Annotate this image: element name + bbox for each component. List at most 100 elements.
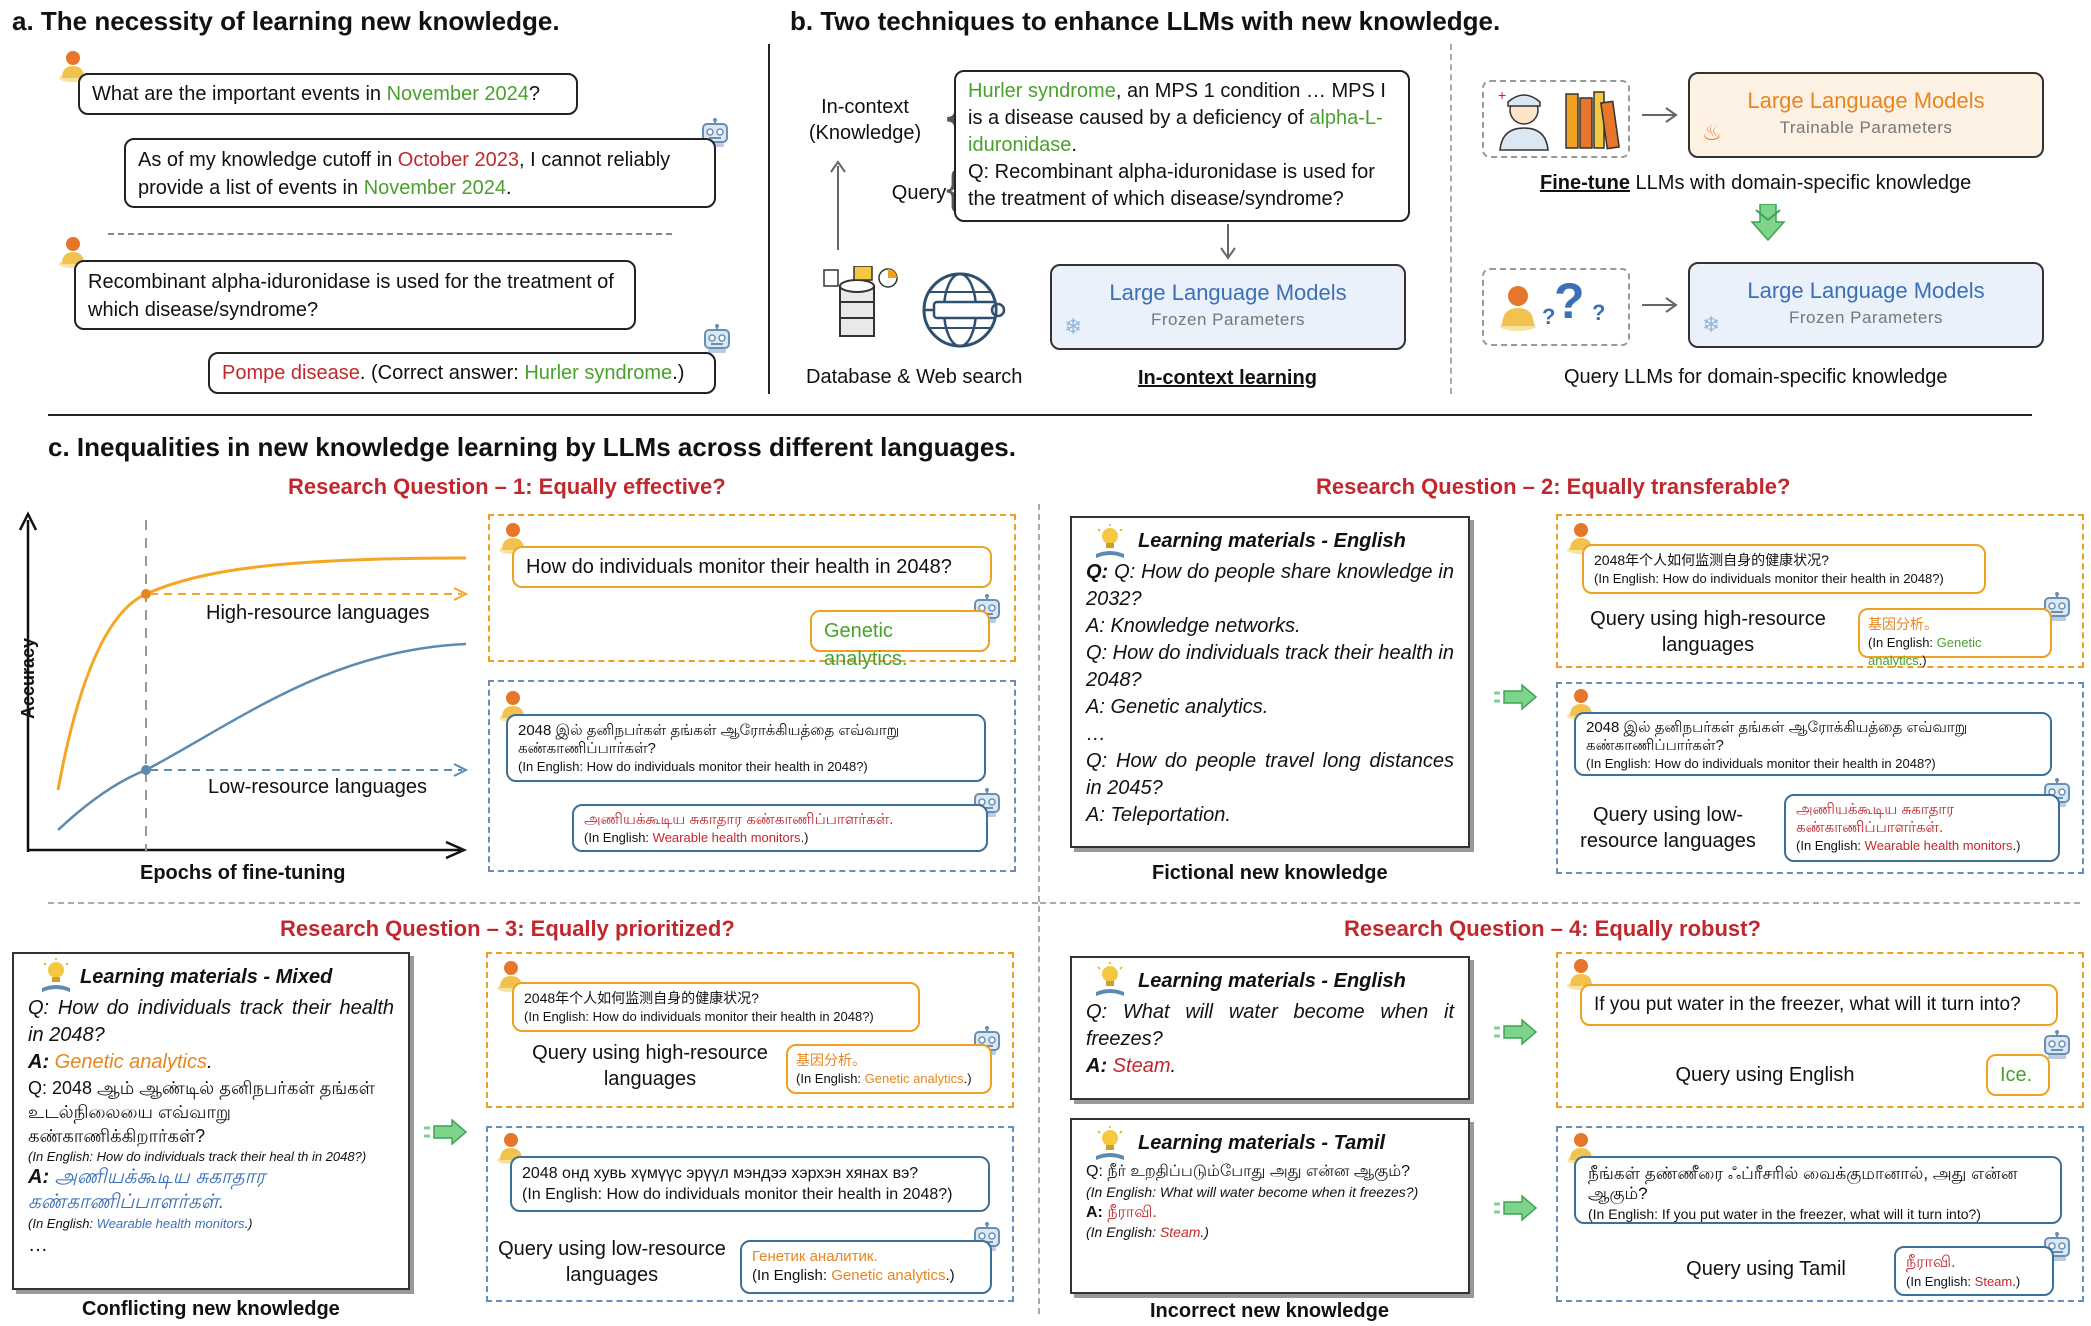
llm-frozen-box: Large Language Models Frozen Parameters … — [1050, 264, 1406, 350]
learning-materials-mixed: Learning materials - Mixed Q: How do ind… — [12, 952, 410, 1290]
materials-heading: Learning materials - Tamil — [1138, 1132, 1386, 1154]
incorrect-caption: Incorrect new knowledge — [1150, 1300, 1389, 1322]
materials-heading: Learning materials - English — [1138, 970, 1406, 992]
rq4-question-bubble: நீங்கள் தண்ணீரை ஃப்ரீசரில் வைக்குமானால்,… — [1574, 1156, 2062, 1224]
rq1-low-frame — [488, 680, 1016, 872]
query-low-label: Query using low-resource languages — [1580, 804, 1756, 852]
query-high-label: Query using high-resource languages — [532, 1042, 768, 1090]
learning-materials-english: Learning materials - English Q: Q: How d… — [1070, 516, 1470, 848]
rq3-question-bubble: 2048 онд хувь хүмүүс эрүүл мэндээ хэрхэн… — [510, 1156, 990, 1212]
books-icon — [1565, 91, 1620, 150]
rq4-answer-bubble: நீராவி.(In English: Steam.) — [1894, 1246, 2054, 1296]
accuracy-chart — [18, 511, 469, 860]
rq2-question-bubble: 2048 இல் தனிநபர்கள் தங்கள் ஆரோக்கியத்தை … — [1574, 712, 2052, 776]
green-arrow-icon — [1494, 1018, 1538, 1046]
rq1-question-bubble: How do individuals monitor their health … — [512, 546, 992, 588]
llm-subtitle: Frozen Parameters — [1789, 308, 1943, 327]
rq2-low-frame — [1556, 682, 2084, 874]
query-tamil-label: Query using Tamil — [1686, 1258, 1846, 1280]
divider — [108, 233, 672, 235]
question-icon: ? — [1542, 304, 1556, 329]
lightbulb-book-icon — [1095, 962, 1125, 997]
section-c-title: c. Inequalities in new knowledge learnin… — [48, 432, 1016, 462]
fictional-caption: Fictional new knowledge — [1152, 862, 1388, 884]
rq1-answer-bubble: Genetic analytics. — [810, 610, 990, 670]
svg-text:+: + — [1498, 87, 1506, 103]
llm-response-bubble: Pompe disease. (Correct answer: Hurler s… — [208, 352, 716, 394]
query-caption: Query LLMs for domain-specific knowledge — [1564, 366, 1948, 388]
rq3-high-frame — [486, 952, 1014, 1108]
context-box: Hurler syndrome, an MPS 1 condition … MP… — [954, 70, 1410, 222]
section-a-title: a. The necessity of learning new knowled… — [12, 6, 560, 36]
question-icon: ? — [1554, 273, 1585, 329]
right-arrow — [1642, 107, 1678, 123]
llm-trainable-box: Large Language Models Trainable Paramete… — [1688, 72, 2044, 158]
materials-heading: Learning materials - Mixed — [80, 966, 333, 988]
lightbulb-book-icon — [1095, 524, 1125, 559]
y-axis-label: Accuracy — [18, 637, 39, 720]
high-resource-label: High-resource languages — [206, 602, 430, 624]
section-separator — [48, 414, 2032, 416]
x-axis-label: Epochs of fine-tuning — [140, 862, 346, 884]
rq2-high-frame — [1556, 514, 2084, 668]
user-question-bubble: Recombinant alpha-iduronidase is used fo… — [74, 260, 636, 330]
llm-frozen-box: Large Language Models Frozen Parameters … — [1688, 262, 2044, 348]
llm-title: Large Language Models — [1747, 88, 1985, 113]
rq4-title: Research Question – 4: Equally robust? — [1344, 916, 1761, 941]
in-context-label: In-context (Knowledge) — [808, 96, 922, 144]
rq4-english-frame — [1556, 952, 2084, 1108]
high-resource-curve — [56, 556, 467, 791]
finetune-caption: Fine-tune LLMs with domain-specific know… — [1540, 172, 1972, 194]
rq2-answer-bubble: 基因分析。(In English: Genetic analytics.) — [1858, 608, 2052, 668]
rq3-answer-bubble: Генетик аналитик.(In English: Genetic an… — [740, 1240, 992, 1294]
quadrant-divider — [1038, 504, 1040, 1314]
llm-response-bubble: As of my knowledge cutoff in October 202… — [124, 138, 716, 208]
rq3-question-bubble: 2048年个人如何监测自身的健康状况?(In English: How do i… — [512, 982, 920, 1032]
rq3-answer-bubble: 基因分析。(In English: Genetic analytics.) — [786, 1044, 992, 1094]
person-icon — [1500, 286, 1536, 331]
low-point — [141, 765, 151, 775]
llm-subtitle: Frozen Parameters — [1151, 310, 1305, 329]
rq1-title: Research Question – 1: Equally effective… — [288, 474, 726, 499]
rq3-low-frame — [486, 1126, 1014, 1302]
conflicting-caption: Conflicting new knowledge — [82, 1298, 340, 1320]
section-divider — [1450, 44, 1452, 394]
learning-materials-tamil: Learning materials - Tamil Q: நீர் உறதிப… — [1070, 1118, 1470, 1294]
green-arrow-icon — [1494, 683, 1538, 711]
rq2-title: Research Question – 2: Equally transfera… — [1316, 474, 1791, 499]
green-arrow-icon — [424, 1118, 468, 1146]
robot-icon — [704, 324, 730, 354]
quadrant-divider — [48, 902, 1038, 904]
doctor-books-box: + — [1482, 80, 1630, 158]
section-b-title: b. Two techniques to enhance LLMs with n… — [790, 6, 1501, 36]
rq1-high-frame — [488, 514, 1016, 662]
low-resource-label: Low-resource languages — [208, 776, 428, 798]
materials-heading: Learning materials - English — [1138, 530, 1406, 552]
y-axis-arrow — [18, 511, 38, 531]
x-axis-arrow — [445, 840, 468, 860]
question-icon: ? — [1592, 300, 1606, 325]
rq4-question-bubble: If you put water in the freezer, what wi… — [1580, 984, 2058, 1026]
rq2-answer-bubble: அணியக்கூடிய சுகாதார கண்காணிப்பாளர்கள்.(I… — [1784, 794, 2060, 862]
right-arrow — [1642, 297, 1678, 313]
up-arrow — [830, 160, 846, 250]
rq2-question-bubble: 2048年个人如何监测自身的健康状况?(In English: How do i… — [1582, 544, 1986, 594]
globe-icon — [922, 272, 1006, 348]
quadrant-divider — [1040, 902, 2080, 904]
person-question-box: ? ? ? — [1482, 268, 1630, 346]
high-point — [141, 589, 151, 599]
rq4-tamil-frame — [1556, 1126, 2084, 1302]
doctor-icon: + — [1498, 87, 1549, 151]
query-low-label: Query using low-resource languages — [498, 1238, 726, 1286]
snowflake-icon: ❄ — [1702, 312, 1721, 337]
down-arrow — [1220, 224, 1236, 260]
snowflake-icon: ❄ — [1064, 314, 1083, 339]
llm-title: Large Language Models — [1109, 280, 1347, 305]
query-english-label: Query using English — [1675, 1064, 1855, 1086]
green-arrow-icon — [1494, 1194, 1538, 1222]
db-caption: Database & Web search — [806, 366, 1023, 388]
section-divider — [768, 44, 770, 394]
low-resource-curve — [57, 642, 467, 831]
llm-title: Large Language Models — [1747, 278, 1985, 303]
rq1-question-bubble: 2048 இல் தனிநபர்கள் தங்கள் ஆரோக்கியத்தை … — [506, 714, 986, 782]
